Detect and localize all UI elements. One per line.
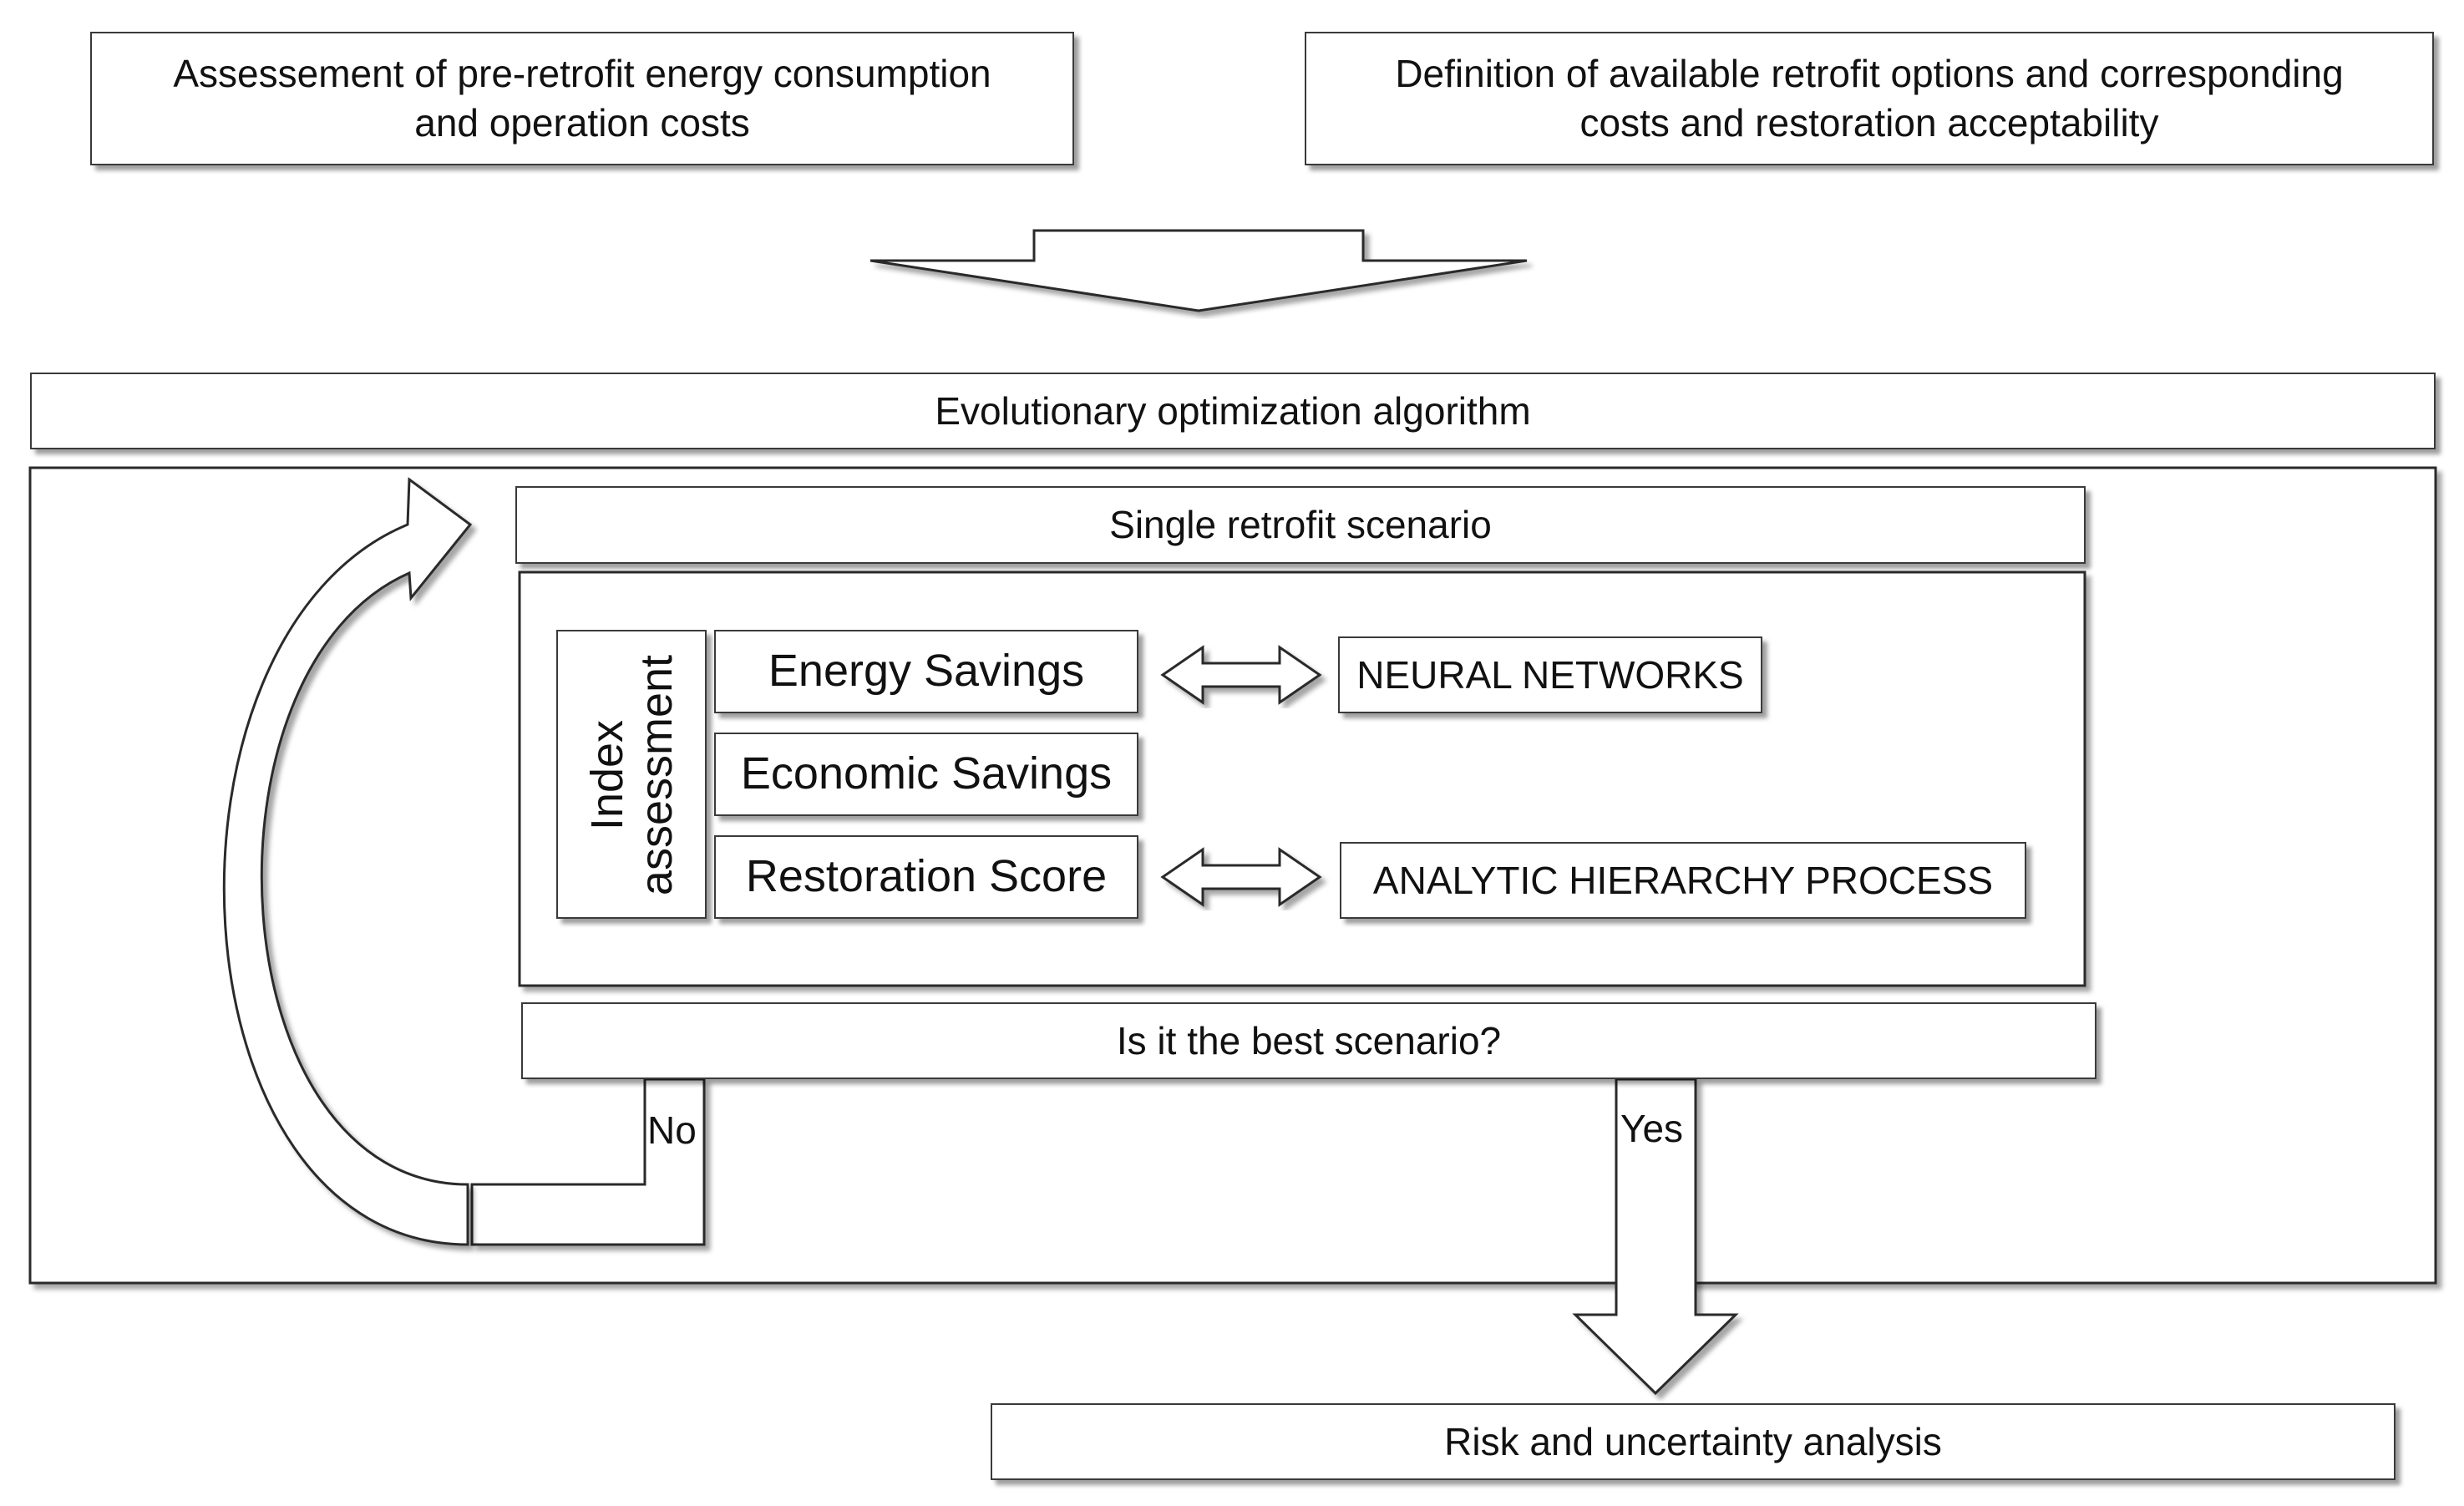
no-branch-connector (470, 1078, 706, 1246)
single-retrofit-scenario-box: Single retrofit scenario (515, 486, 2086, 564)
evolutionary-algorithm-box: Evolutionary optimization algorithm (30, 373, 2436, 449)
restoration-score-box: Restoration Score (714, 835, 1138, 919)
neural-networks-text: NEURAL NETWORKS (1356, 652, 1744, 697)
analytic-hierarchy-process-text: ANALYTIC HIERARCHY PROCESS (1372, 858, 1994, 902)
risk-uncertainty-analysis-text: Risk and uncertainty analysis (1444, 1419, 1942, 1463)
risk-uncertainty-analysis-box: Risk and uncertainty analysis (991, 1403, 2396, 1480)
best-scenario-decision-text: Is it the best scenario? (1116, 1018, 1502, 1062)
no-branch-label: No (647, 1108, 697, 1152)
index-assessment-box (556, 630, 707, 919)
retrofit-options-box: Definition of available retrofit options… (1305, 32, 2434, 165)
energy-savings-text: Energy Savings (768, 646, 1085, 697)
energy-savings-box: Energy Savings (714, 630, 1138, 713)
analytic-hierarchy-process-box: ANALYTIC HIERARCHY PROCESS (1340, 842, 2026, 919)
yes-branch-label: Yes (1620, 1107, 1684, 1150)
single-retrofit-scenario-text: Single retrofit scenario (1109, 503, 1492, 547)
yes-branch-arrow (1572, 1078, 1739, 1396)
economic-savings-box: Economic Savings (714, 733, 1138, 816)
index-assessment-label: Index assessment (581, 654, 682, 896)
neural-networks-box: NEURAL NETWORKS (1338, 636, 1762, 713)
best-scenario-decision-box: Is it the best scenario? (521, 1002, 2096, 1079)
evolutionary-algorithm-text: Evolutionary optimization algorithm (935, 388, 1531, 433)
loop-back-arrow-shape (222, 477, 473, 1246)
retrofit-options-text: Definition of available retrofit options… (1395, 52, 2344, 145)
restoration-ahp-double-arrow (1160, 847, 1322, 907)
energy-nn-double-arrow (1160, 645, 1322, 705)
economic-savings-text: Economic Savings (740, 748, 1113, 799)
merge-down-arrow (869, 229, 1528, 312)
pre-retrofit-assessment-text: Assessement of pre-retrofit energy consu… (173, 52, 991, 145)
restoration-score-text: Restoration Score (745, 851, 1108, 902)
pre-retrofit-assessment-box: Assessement of pre-retrofit energy consu… (90, 32, 1074, 165)
